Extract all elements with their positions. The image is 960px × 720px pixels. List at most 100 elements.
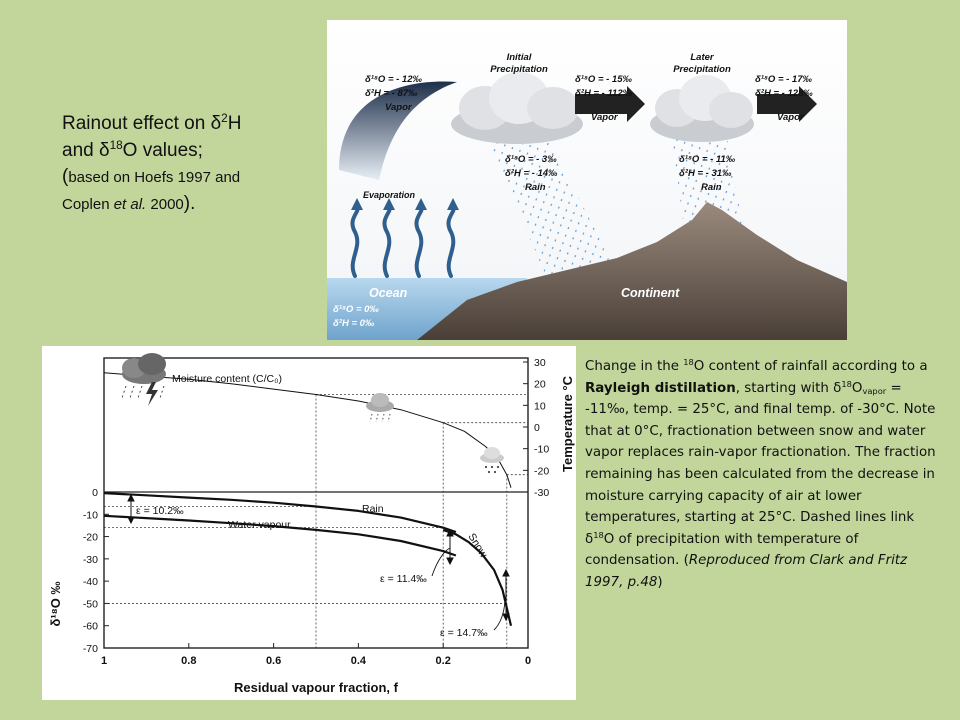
caption-text: , starting with δ	[735, 380, 842, 396]
rainout-illustration: Initial Precipitation Later Precipitatio…	[327, 20, 847, 340]
slide-title: Rainout effect on δ2H and δ18O values;	[62, 110, 312, 164]
arrowhead-icon	[383, 198, 395, 210]
y-tick-label-left: -50	[83, 598, 98, 610]
arrowhead-icon	[446, 528, 454, 537]
arrowhead-icon	[502, 613, 510, 622]
caption-superscript: 18	[683, 357, 694, 368]
title-text: O values;	[122, 140, 203, 161]
cloud-later-icon	[650, 75, 754, 142]
y-tick-label-left: -60	[83, 621, 98, 633]
citation-paren: ).	[183, 193, 196, 214]
title-superscript: 18	[109, 138, 123, 152]
figure-caption: Change in the 18O content of rainfall ac…	[585, 356, 947, 594]
x-tick-label: 0.6	[266, 655, 281, 667]
vapor-value-1: δ²H = - 87‰	[365, 88, 418, 99]
rain-label: Rain	[701, 182, 722, 193]
title-text: H	[227, 113, 242, 134]
evaporation-arrow-icon	[446, 204, 456, 278]
snow-cloud-icon	[480, 447, 504, 474]
y-tick-label-left: -70	[83, 643, 98, 655]
title-text: and δ	[62, 140, 110, 161]
title-text: Rainout effect on δ	[62, 113, 222, 134]
moisture-series-label: Moisture content (C/C₀)	[172, 373, 282, 385]
y-axis-label-left: δ¹⁸O ‰	[48, 581, 63, 626]
evaporation-arrows	[350, 204, 456, 278]
x-tick-label: 0	[525, 655, 531, 667]
rayleigh-chart: 1 0.8 0.6 0.4 0.2 0 0 -10 -20 -30 -40 -50 -60 -70 30 20…	[42, 346, 576, 700]
caption-superscript: 18	[841, 378, 852, 389]
vapor-value-3: δ²H = - 128‰	[755, 88, 813, 99]
epsilon-label-1: ε = 10.2‰	[136, 505, 184, 517]
y-tick-label-left: 0	[92, 487, 98, 499]
chart-series	[103, 372, 513, 626]
arrowhead-icon	[351, 198, 363, 210]
chart-ticks: 1 0.8 0.6 0.4 0.2 0 0 -10 -20 -30 -40 -50 -60 -70 30 20…	[83, 357, 550, 667]
arrowhead-icon	[502, 568, 510, 577]
vapor-arrow-icon	[575, 86, 645, 122]
x-tick-label: 1	[101, 655, 107, 667]
caption-subscript: vapor	[862, 385, 887, 396]
series-line-water	[103, 514, 457, 557]
title-citation: (based on Hoefs 1997 and Coplen et al. 2…	[62, 164, 312, 218]
y-tick-label-right: 20	[534, 379, 546, 391]
later-precip-label: Precipitation	[673, 64, 731, 75]
x-axis-label: Residual vapour fraction, f	[234, 680, 399, 695]
caption-italic: Reproduced from Clark and Fritz 1997, p.…	[585, 553, 908, 590]
vapor-label: Vapor	[777, 112, 805, 123]
arrowhead-icon	[447, 198, 459, 210]
rain-cloud-icon	[366, 393, 394, 423]
evaporation-swoosh	[339, 81, 457, 180]
initial-precip-label: Initial	[507, 52, 532, 63]
citation-paren: (	[62, 166, 69, 187]
y-axis-label-right: Temperature °C	[560, 375, 575, 472]
caption-text: O of precipitation with temperature of c…	[585, 531, 859, 569]
vapor-value-3: δ¹⁸O = - 17‰	[755, 74, 812, 85]
arrowhead-icon	[127, 516, 135, 525]
epsilon-label-2: ε = 11.4‰	[380, 573, 427, 585]
slide-title-block: Rainout effect on δ2H and δ18O values; (…	[62, 110, 312, 218]
citation-text: based on Hoefs 1997 and	[68, 169, 241, 186]
evaporation-arrowheads	[351, 198, 459, 210]
storm-cloud-icon	[121, 353, 166, 406]
evaporation-label: Evaporation	[363, 190, 416, 200]
y-tick-label-left: -40	[83, 576, 98, 588]
chart-dashed-links	[104, 394, 528, 648]
rain-value-1: δ¹⁸O = - 3‰	[505, 154, 557, 165]
cloud-initial-icon	[451, 72, 583, 144]
rain-value-2: δ²H = - 31‰	[679, 168, 732, 179]
vapor-value-2: δ¹⁸O = - 15‰	[575, 74, 632, 85]
x-tick-label: 0.4	[351, 655, 367, 667]
caption-text: O	[851, 380, 863, 396]
caption-text: = -11‰, temp. = 25°C, and final temp. of…	[585, 380, 936, 547]
arrowhead-icon	[415, 198, 427, 210]
title-superscript: 2	[221, 111, 228, 125]
later-precip-label: Later	[690, 52, 715, 63]
continent-label: Continent	[621, 286, 680, 300]
vapor-value-1: δ¹⁸O = - 12‰	[365, 74, 422, 85]
y-tick-label-right: -30	[534, 487, 549, 499]
arrowhead-icon	[127, 493, 135, 502]
x-tick-label: 0.8	[181, 655, 196, 667]
evaporation-arrow-icon	[414, 204, 424, 278]
citation-etal: et al.	[113, 196, 147, 213]
y-tick-label-right: -10	[534, 444, 549, 456]
y-tick-label-left: -20	[83, 532, 98, 544]
arrowhead-icon	[446, 557, 454, 566]
vapor-arrow-icons	[575, 86, 817, 122]
ocean-label: Ocean	[369, 286, 408, 300]
vapor-value-2: δ²H = - 112‰	[575, 88, 633, 99]
y-tick-label-right: 30	[534, 357, 546, 369]
snow-series-label: Snow	[465, 531, 489, 560]
rayleigh-chart-svg: 1 0.8 0.6 0.4 0.2 0 0 -10 -20 -30 -40 -50 -60 -70 30 20…	[48, 353, 575, 695]
epsilon-arrows	[127, 493, 510, 622]
vapor-arrow-icon	[757, 86, 817, 122]
y-tick-label-left: -10	[83, 509, 98, 521]
vapor-label: Vapor	[591, 112, 619, 123]
caption-text: Change in the	[585, 359, 684, 374]
citation-text: Coplen	[62, 196, 114, 213]
caption-bold: Rayleigh distillation	[585, 380, 736, 396]
rainout-diagram: Initial Precipitation Later Precipitatio…	[327, 20, 847, 340]
continent-mountain	[417, 202, 847, 340]
x-tick-label: 0.2	[436, 655, 451, 667]
vapour-series-label: Water vapour	[228, 519, 291, 531]
